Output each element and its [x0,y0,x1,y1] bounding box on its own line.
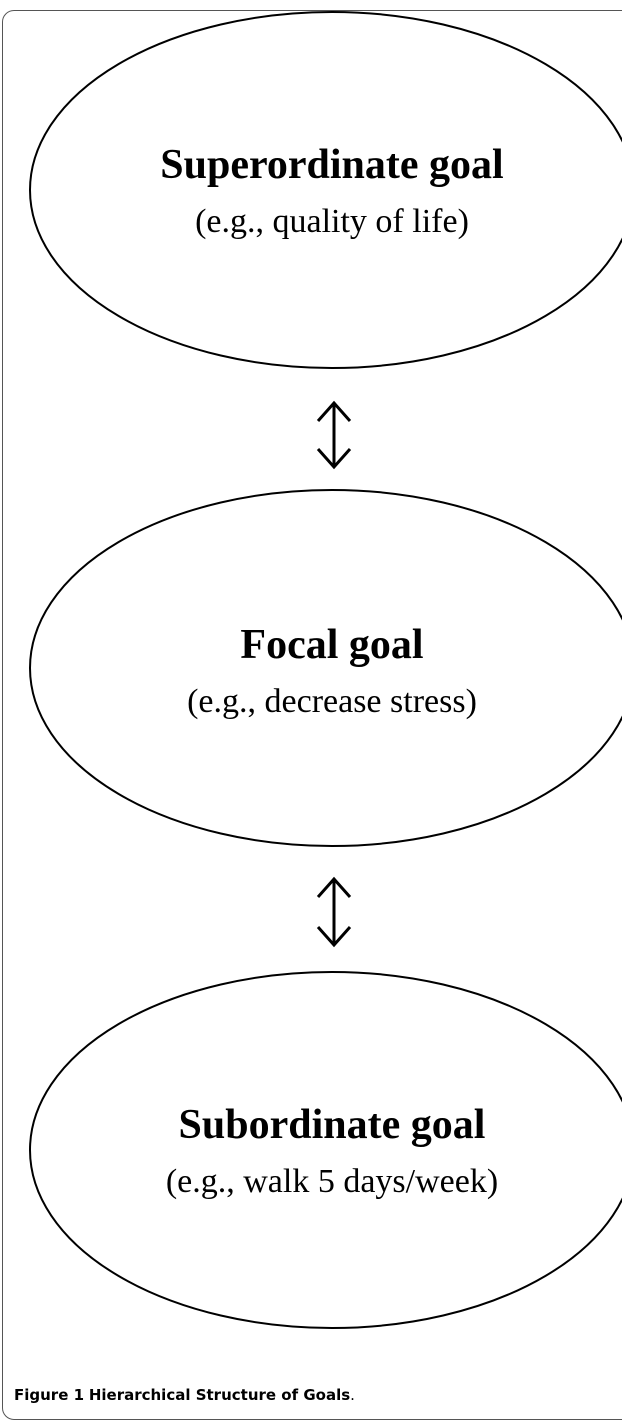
subordinate-goal-title: Subordinate goal [179,1102,486,1148]
focal-goal-node: Focal goal (e.g., decrease stress) [29,489,622,847]
superordinate-goal-title: Superordinate goal [160,142,503,188]
subordinate-goal-example: (e.g., walk 5 days/week) [166,1163,498,1200]
focal-goal-title: Focal goal [240,622,423,668]
bidirectional-arrow-bottom [316,876,352,948]
superordinate-goal-ellipse [29,11,622,369]
subordinate-goal-node: Subordinate goal (e.g., walk 5 days/week… [29,971,622,1329]
subordinate-goal-ellipse [29,971,622,1329]
figure-caption-period: . [350,1386,355,1404]
figure-label: Figure 1 [14,1386,85,1404]
focal-goal-ellipse [29,489,622,847]
superordinate-goal-example: (e.g., quality of life) [195,203,469,240]
figure-caption-text: Hierarchical Structure of Goals [88,1386,351,1404]
focal-goal-example: (e.g., decrease stress) [187,683,477,720]
figure-caption: Figure 1 Hierarchical Structure of Goals… [14,1386,355,1404]
superordinate-goal-node: Superordinate goal (e.g., quality of lif… [29,11,622,369]
bidirectional-arrow-top [316,400,352,470]
